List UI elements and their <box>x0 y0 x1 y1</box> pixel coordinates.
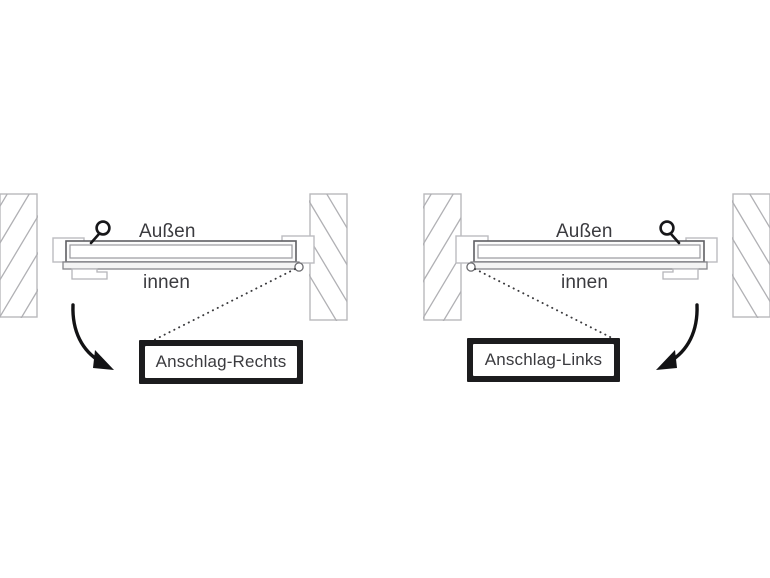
label-inside-right: innen <box>561 272 608 293</box>
callout-box-left <box>139 340 303 384</box>
leader-line-left <box>151 268 296 342</box>
label-inside-left: innen <box>143 272 190 293</box>
door-panel-right <box>473 240 705 263</box>
door-handle-right <box>659 220 681 245</box>
label-outside-right: Außen <box>556 221 613 242</box>
hinge-pivot-right <box>466 262 476 272</box>
wall-block-right-outer <box>732 193 770 318</box>
wall-block-right-inner <box>423 193 462 321</box>
hinge-pivot-left <box>294 262 304 272</box>
door-sill-left <box>62 261 300 270</box>
door-panel-left <box>65 240 297 263</box>
door-handle-left <box>89 220 111 245</box>
label-outside-left: Außen <box>139 221 196 242</box>
callout-label-anschlag-links: Anschlag-Links <box>484 350 603 369</box>
leader-line-right <box>474 268 619 342</box>
door-sill-right <box>470 261 708 270</box>
door-stopper-left <box>71 268 108 280</box>
callout-label-anschlag-rechts: Anschlag-Rechts <box>155 352 287 371</box>
swing-arrow-right <box>656 303 699 370</box>
swing-arrow-left <box>71 303 114 370</box>
wall-block-left-outer <box>0 193 38 318</box>
door-stopper-right <box>662 268 699 280</box>
callout-box-right <box>467 338 620 382</box>
wall-block-left-inner <box>309 193 348 321</box>
